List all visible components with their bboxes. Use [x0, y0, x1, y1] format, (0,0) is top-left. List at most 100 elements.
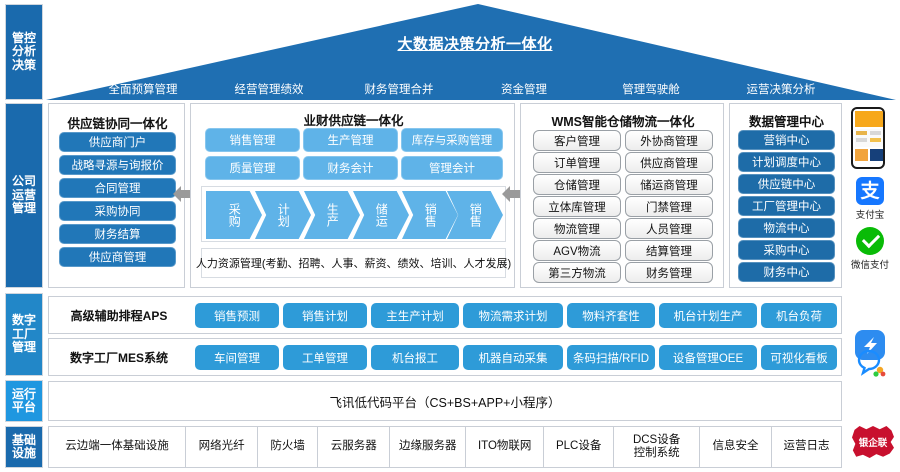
rail-label-line: 工厂	[11, 326, 36, 341]
aps-item-6[interactable]: 机台负荷	[761, 303, 837, 328]
aps-item-4[interactable]: 物料齐套性	[567, 303, 655, 328]
mes-item-1[interactable]: 工单管理	[283, 345, 367, 370]
wms-right-item-2[interactable]: 储运商管理	[625, 174, 713, 195]
rail-label-line: 平台	[11, 400, 36, 414]
rail-label-line: 分析	[11, 44, 36, 59]
header-tab-0[interactable]: 全面预算管理	[108, 84, 178, 96]
aps-row-label: 高级辅助排程APS	[70, 308, 168, 323]
business-finance-item-4[interactable]: 财务会计	[303, 156, 398, 180]
wms-left-item-0[interactable]: 客户管理	[533, 130, 621, 151]
infra-item-4[interactable]: 边缘服务器	[390, 427, 467, 467]
aps-item-5[interactable]: 机台计划生产	[659, 303, 757, 328]
rail-label-line: 设施	[11, 446, 36, 460]
infra-item-2[interactable]: 防火墙	[258, 427, 319, 467]
tencent-chat-icon[interactable]	[855, 348, 887, 378]
wms-left-item-2[interactable]: 仓储管理	[533, 174, 621, 195]
bank-enterprise-link-icon[interactable]: 银企联	[852, 426, 894, 458]
supply-chain-item-5[interactable]: 供应商管理	[59, 247, 176, 267]
business-finance-item-2[interactable]: 库存与采购管理	[401, 128, 503, 152]
rail-label-line: 管理	[11, 340, 36, 355]
supply-chain-item-2[interactable]: 合同管理	[59, 178, 176, 198]
header-tab-2[interactable]: 财务管理合并	[364, 84, 434, 96]
hr-management-bar[interactable]: 人力资源管理(考勤、招聘、人事、薪资、绩效、培训、人才发展)	[196, 248, 511, 278]
wms-right-item-3[interactable]: 门禁管理	[625, 196, 713, 217]
header-tab-5[interactable]: 运营决策分析	[746, 84, 816, 96]
header-banner	[46, 4, 896, 100]
infra-item-7[interactable]: DCS设备 控制系统	[614, 427, 700, 467]
aps-item-3[interactable]: 物流需求计划	[463, 303, 563, 328]
supply-chain-item-4[interactable]: 财务结算	[59, 224, 176, 244]
alipay-icon[interactable]: 支	[856, 177, 884, 205]
infra-item-8[interactable]: 信息安全	[700, 427, 772, 467]
wms-left-item-1[interactable]: 订单管理	[533, 152, 621, 173]
page-title: 大数据决策分析一体化	[397, 35, 553, 53]
flow-step-2[interactable]: 生产	[304, 191, 360, 239]
header-tab-3[interactable]: 资金管理	[501, 84, 547, 96]
supply-chain-item-1[interactable]: 战略寻源与询报价	[59, 155, 176, 175]
wms-left-item-3[interactable]: 立体库管理	[533, 196, 621, 217]
platform-row[interactable]: 飞讯低代码平台（CS+BS+APP+小程序）	[48, 381, 842, 421]
mes-item-4[interactable]: 条码扫描/RFID	[567, 345, 655, 370]
phone-screen-row	[870, 131, 881, 135]
data-center-item-6[interactable]: 财务中心	[738, 262, 835, 282]
flow-step-label: 计划	[276, 203, 291, 227]
supply-chain-item-0[interactable]: 供应商门户	[59, 132, 176, 152]
wms-right-item-5[interactable]: 结算管理	[625, 240, 713, 261]
wechat-pay-icon[interactable]	[856, 227, 884, 255]
mobile-app-phone-icon[interactable]	[851, 107, 885, 169]
data-center-item-1[interactable]: 计划调度中心	[738, 152, 835, 172]
mes-item-5[interactable]: 设备管理OEE	[659, 345, 757, 370]
header-tab-4[interactable]: 管理驾驶舱	[622, 84, 680, 96]
wms-right-item-0[interactable]: 外协商管理	[625, 130, 713, 151]
rail-item-runtime-platform[interactable]: 运行 平台	[5, 380, 43, 422]
aps-item-0[interactable]: 销售预测	[195, 303, 279, 328]
rail-item-infrastructure[interactable]: 基础 设施	[5, 426, 43, 468]
mes-item-0[interactable]: 车间管理	[195, 345, 279, 370]
aps-item-1[interactable]: 销售计划	[283, 303, 367, 328]
supply-chain-item-3[interactable]: 采购协同	[59, 201, 176, 221]
wms-left-item-4[interactable]: 物流管理	[533, 218, 621, 239]
rail-item-company-operations[interactable]: 公司 运营 管理	[5, 103, 43, 288]
rail-label-line: 运行	[11, 386, 36, 401]
aps-item-2[interactable]: 主生产计划	[371, 303, 459, 328]
infra-item-0[interactable]: 云边端一体基础设施	[49, 427, 187, 467]
supply-chain-title: 供应链协同一体化	[67, 117, 168, 131]
header-triangle-shape	[46, 4, 896, 100]
data-center-item-0[interactable]: 营销中心	[738, 130, 835, 150]
infra-item-1[interactable]: 网络光纤	[186, 427, 259, 467]
mes-item-6[interactable]: 可视化看板	[761, 345, 837, 370]
data-center-item-3[interactable]: 工厂管理中心	[738, 196, 835, 216]
wms-right-item-1[interactable]: 供应商管理	[625, 152, 713, 173]
infra-item-6[interactable]: PLC设备	[544, 427, 615, 467]
rail-item-governance[interactable]: 管控 分析 决策	[5, 4, 43, 100]
infra-item-5[interactable]: ITO物联网	[466, 427, 545, 467]
flow-step-label: 销售	[423, 203, 438, 227]
wms-right-item-6[interactable]: 财务管理	[625, 262, 713, 283]
flow-step-4[interactable]: 销售	[402, 191, 458, 239]
flow-step-0[interactable]: 采购	[206, 191, 262, 239]
wms-right-item-4[interactable]: 人员管理	[625, 218, 713, 239]
business-finance-item-0[interactable]: 销售管理	[205, 128, 300, 152]
flow-step-5[interactable]: 销售	[447, 191, 503, 239]
mes-item-3[interactable]: 机器自动采集	[463, 345, 563, 370]
rail-label-line: 公司	[11, 174, 36, 189]
flow-step-1[interactable]: 计划	[255, 191, 311, 239]
flow-step-3[interactable]: 储运	[353, 191, 409, 239]
business-finance-item-1[interactable]: 生产管理	[303, 128, 398, 152]
rail-label-line: 决策	[11, 57, 36, 72]
mes-item-2[interactable]: 机台报工	[371, 345, 459, 370]
business-finance-item-5[interactable]: 管理会计	[401, 156, 503, 180]
header-tab-1[interactable]: 经营管理绩效	[234, 84, 304, 96]
business-finance-item-3[interactable]: 质量管理	[205, 156, 300, 180]
data-center-item-2[interactable]: 供应链中心	[738, 174, 835, 194]
alipay-label: 支付宝	[855, 210, 885, 221]
dingtalk-glyph	[864, 337, 877, 354]
data-center-item-5[interactable]: 采购中心	[738, 240, 835, 260]
wms-left-item-6[interactable]: 第三方物流	[533, 262, 621, 283]
data-center-title: 数据管理中心	[748, 115, 824, 129]
data-center-item-4[interactable]: 物流中心	[738, 218, 835, 238]
rail-item-digital-factory[interactable]: 数字 工厂 管理	[5, 293, 43, 376]
infra-item-9[interactable]: 运营日志	[783, 440, 830, 453]
infra-item-3[interactable]: 云服务器	[318, 427, 391, 467]
wms-left-item-5[interactable]: AGV物流	[533, 240, 621, 261]
